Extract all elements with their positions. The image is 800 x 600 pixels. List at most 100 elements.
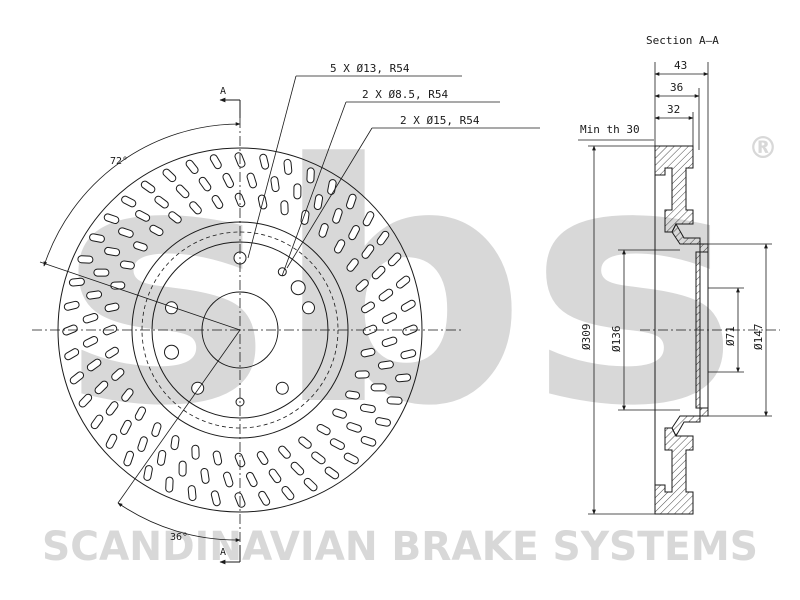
vent-slot xyxy=(212,450,223,466)
vent-slot xyxy=(345,390,361,400)
vent-slot xyxy=(361,244,375,259)
vent-slot xyxy=(86,290,103,300)
vent-slot xyxy=(78,393,93,408)
vent-slot xyxy=(134,406,147,421)
min-thickness-label: Min th 30 xyxy=(580,123,640,136)
vent-slot xyxy=(137,436,148,452)
bolt-hole xyxy=(165,301,178,315)
vent-slot xyxy=(105,433,118,449)
vent-slot xyxy=(111,368,125,381)
vent-slot xyxy=(313,194,324,211)
vent-slot xyxy=(360,347,376,358)
callout-1-text: 5 X Ø13, R54 xyxy=(330,62,410,75)
angle-36-ray xyxy=(117,329,241,504)
vent-slot xyxy=(303,477,318,492)
vent-slot xyxy=(77,255,94,264)
vent-slot xyxy=(68,277,85,287)
vent-slot xyxy=(187,485,197,502)
vent-slot xyxy=(316,423,331,436)
vent-slot xyxy=(256,451,269,465)
vent-slot xyxy=(290,461,305,476)
vent-slot xyxy=(123,450,134,467)
vent-slot xyxy=(400,349,417,360)
vent-slot xyxy=(246,471,258,488)
section-hat-wall xyxy=(671,222,709,438)
vent-slot xyxy=(283,158,293,175)
vent-slot xyxy=(270,176,280,193)
vent-slot xyxy=(311,451,326,465)
vent-slot xyxy=(375,417,391,427)
angle-72-ray xyxy=(39,261,241,331)
vent-slot xyxy=(105,346,119,359)
vent-slot xyxy=(104,302,120,313)
angle-36-label: 36° xyxy=(170,532,188,543)
vent-slot xyxy=(268,468,282,484)
vent-slot xyxy=(361,301,375,314)
section-title: Section A–A xyxy=(646,34,719,47)
vent-slot xyxy=(280,200,289,216)
vent-slot xyxy=(293,183,302,200)
callout-3-leader xyxy=(286,127,373,269)
section-marker-top-label: A xyxy=(220,86,226,97)
width-label-36: 36 xyxy=(670,81,683,94)
bolt-hole xyxy=(302,301,315,315)
vent-slot xyxy=(400,299,416,312)
dia-136-label: Ø136 xyxy=(610,326,623,353)
vent-slot xyxy=(93,268,110,277)
vent-slot xyxy=(200,467,210,484)
callout-3-text: 2 X Ø15, R54 xyxy=(400,114,480,127)
vent-slot xyxy=(121,388,134,402)
vent-slot xyxy=(346,193,357,210)
threaded-hole xyxy=(290,280,306,296)
vent-slot xyxy=(332,408,347,419)
vent-slot xyxy=(178,460,187,477)
vent-slot xyxy=(370,383,387,392)
dia-71-label: Ø71 xyxy=(724,326,737,346)
vent-slot xyxy=(387,252,402,267)
section-marker-bottom-label: A xyxy=(220,547,226,558)
vent-slot xyxy=(329,438,345,450)
vent-slot xyxy=(222,471,234,488)
vent-slot xyxy=(82,336,99,348)
vent-slot xyxy=(210,490,221,507)
vent-slot xyxy=(362,211,375,227)
vent-slot xyxy=(105,401,119,416)
vent-slot xyxy=(281,485,295,501)
section-view: Section A–A 43 36 32 Min th 30 Ø309 Ø136 xyxy=(578,34,780,515)
vent-slot xyxy=(156,449,167,466)
vent-slot xyxy=(82,312,99,324)
vent-slot xyxy=(143,465,153,481)
vent-slot xyxy=(120,419,132,435)
watermark-registered: ® xyxy=(748,131,778,166)
callout-1-leader xyxy=(247,75,297,259)
vent-slot xyxy=(333,239,346,254)
vent-slot xyxy=(259,153,270,170)
threaded-hole xyxy=(164,344,179,360)
angle-72-label: 72° xyxy=(110,156,128,167)
vent-slot xyxy=(90,414,104,430)
vent-slot xyxy=(332,208,343,224)
vent-slot xyxy=(191,444,200,460)
vent-slot xyxy=(318,223,329,238)
vent-slot xyxy=(246,172,258,189)
angle-36-arc xyxy=(117,502,241,542)
vent-slot xyxy=(395,275,411,289)
dia-309-label: Ø309 xyxy=(580,324,593,351)
dia-147-label: Ø147 xyxy=(752,324,765,351)
watermark-company: SCANDINAVIAN BRAKE SYSTEMS xyxy=(42,524,758,570)
vent-slot xyxy=(381,336,398,348)
width-label-32: 32 xyxy=(667,103,680,116)
vent-slot xyxy=(376,230,390,246)
vent-slot xyxy=(371,265,386,280)
vent-slot xyxy=(151,422,162,437)
vent-slot xyxy=(258,490,271,506)
vent-slot xyxy=(63,300,80,311)
vent-slot xyxy=(355,279,369,292)
vent-slot xyxy=(354,370,370,379)
vent-slot xyxy=(359,403,376,414)
angle-72-arc xyxy=(43,122,241,267)
vent-slot xyxy=(165,476,174,493)
vent-slot xyxy=(346,422,362,433)
vent-slot xyxy=(64,348,80,361)
